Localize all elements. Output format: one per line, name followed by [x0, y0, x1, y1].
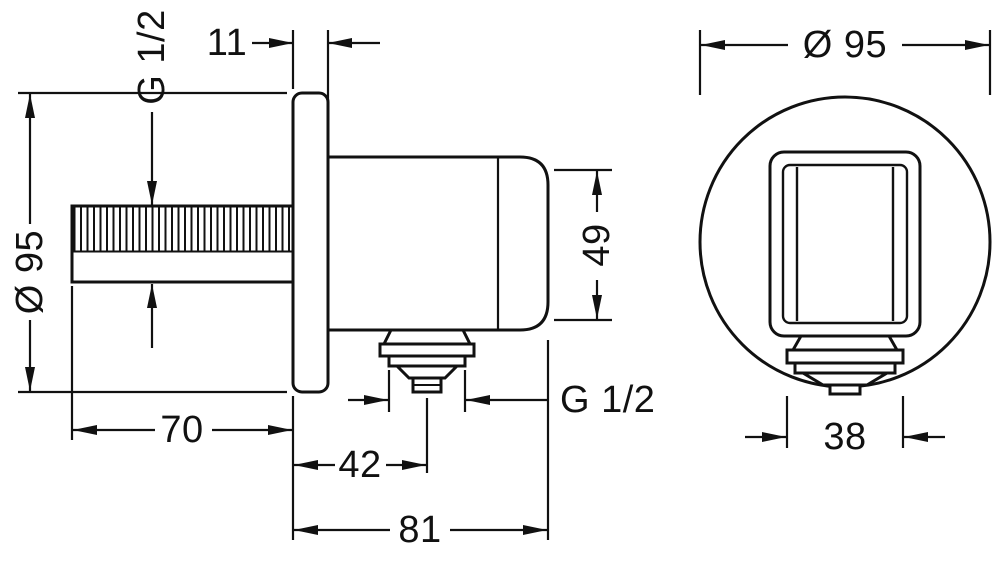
connector-ring-1 [378, 342, 476, 358]
dim-outlet-width [745, 396, 945, 448]
dim-label-outlet-offset: 42 [338, 444, 381, 486]
dim-outlet-offset [294, 398, 429, 473]
dim-label-flange-thickness: 11 [207, 22, 247, 64]
dim-body-height [554, 168, 612, 322]
dim-outlet-thread [348, 370, 548, 412]
dim-label-flange-diameter: Ø 95 [9, 230, 51, 314]
dim-total-depth [294, 340, 550, 540]
shower-holder-front [768, 150, 922, 338]
holder-inner [781, 163, 909, 325]
inlet-thread-hatch [73, 207, 292, 252]
dim-label-body-height: 49 [576, 223, 618, 266]
connector-taper [797, 371, 893, 387]
wall-flange [291, 91, 330, 394]
dim-label-outlet-thread: G 1/2 [560, 379, 655, 421]
holder-outer [768, 150, 922, 338]
connector-ring-1 [785, 348, 905, 365]
dim-label-total-depth: 81 [398, 509, 441, 551]
side-dimensions [18, 30, 612, 540]
front-view: Ø 95 38 [698, 24, 992, 458]
valve-body-outline [326, 155, 550, 332]
dim-escutcheon-diameter [698, 30, 992, 95]
front-dimensions [698, 30, 992, 448]
side-view: 11 G 1/2 Ø 95 70 42 81 49 G 1/2 [9, 9, 655, 551]
connector-nipple [828, 383, 862, 396]
dim-label-inlet-thread: G 1/2 [131, 9, 173, 104]
dim-inlet-length [70, 286, 292, 440]
connector-taper [393, 364, 461, 380]
connector-flare [381, 328, 473, 346]
dim-flange-diameter [18, 91, 287, 394]
dim-label-outlet-width: 38 [823, 416, 866, 458]
dim-label-escutcheon-diameter: Ø 95 [803, 24, 887, 66]
threaded-inlet [70, 204, 295, 284]
valve-body [326, 155, 550, 332]
dim-label-inlet-length: 70 [160, 409, 203, 451]
connector-flare [790, 334, 900, 352]
hose-connector-front [785, 334, 905, 396]
hose-connector-side [378, 328, 476, 394]
dim-flange-thickness [252, 30, 380, 153]
